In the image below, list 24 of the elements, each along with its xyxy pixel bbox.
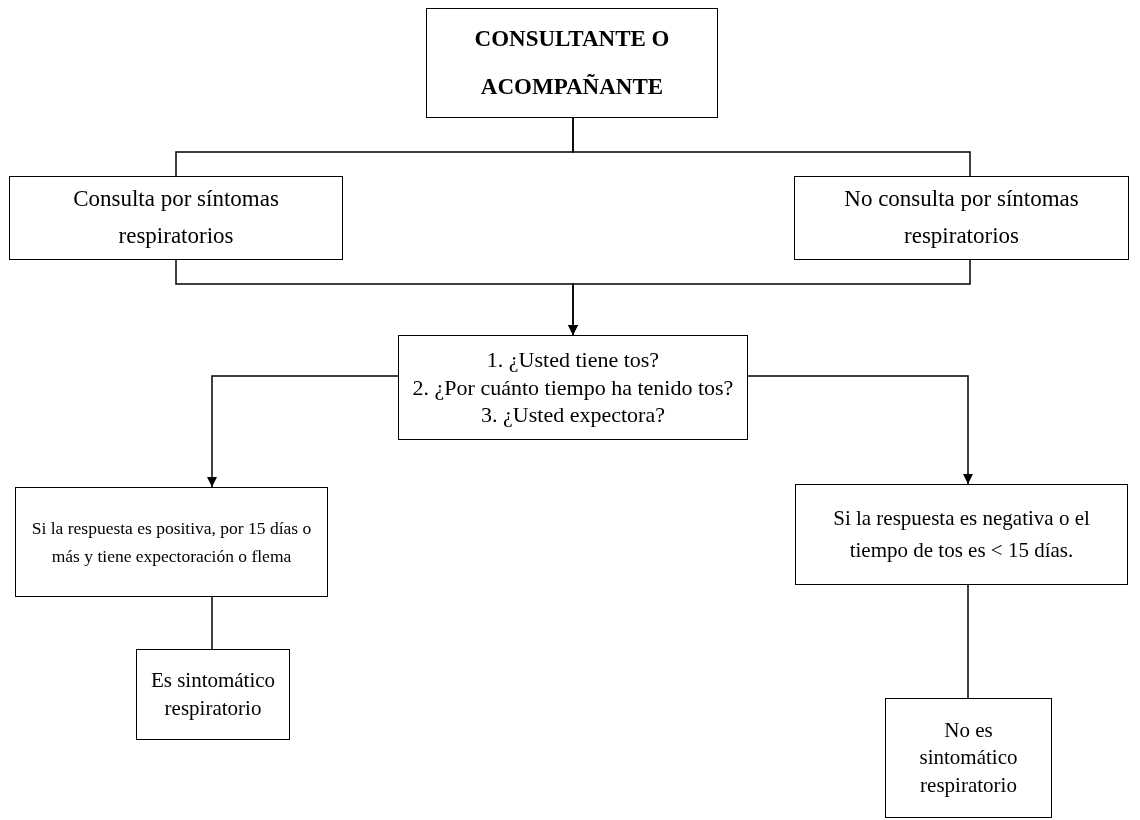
process-box xyxy=(9,176,343,260)
process-box xyxy=(794,176,1129,260)
process-box xyxy=(426,8,718,118)
arrow xyxy=(567,259,971,336)
box-text: CONSULTANTE O ACOMPAÑANTE xyxy=(473,24,671,101)
process-box xyxy=(15,487,328,597)
process-box xyxy=(795,484,1128,585)
connector-line xyxy=(967,584,969,699)
arrow xyxy=(747,375,974,485)
box-text: 2. ¿Por cuánto tiempo ha tenido tos? xyxy=(412,373,734,402)
box-text: 1. ¿Usted tiene tos? xyxy=(486,346,660,374)
process-box xyxy=(398,335,748,440)
box-text: No consulta por síntomas respiratorios xyxy=(843,185,1080,250)
connector-line xyxy=(211,596,213,650)
arrow xyxy=(206,375,399,488)
box-text: Si la respuesta es negativa o el tiempo de tos es < 15 días. xyxy=(832,505,1091,564)
connector-line xyxy=(572,117,971,177)
box-text: 3. ¿Usted expectora? xyxy=(481,401,665,429)
process-box xyxy=(136,649,290,740)
box-text: Si la respuesta es positiva, por 15 días o más y tiene expectoración o flema xyxy=(30,517,313,568)
box-text: No es sintomático respiratorio xyxy=(918,717,1019,799)
box-text: Es sintomático respiratorio xyxy=(149,667,277,722)
box-text: Consulta por síntomas respiratorios xyxy=(72,185,280,250)
process-box xyxy=(885,698,1052,818)
